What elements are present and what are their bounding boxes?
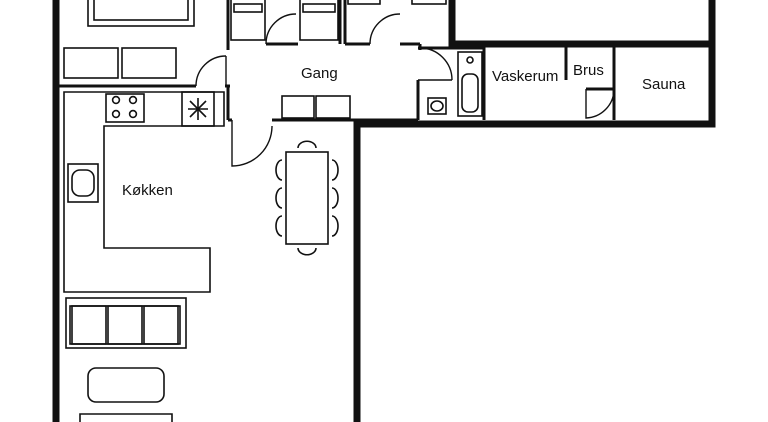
- doors: [195, 13, 615, 167]
- kitchen: [63, 91, 225, 293]
- dining-table: [275, 140, 339, 256]
- bathroom-fixtures: [427, 51, 483, 117]
- living-furniture: [65, 297, 187, 422]
- room-label-brus: Brus: [573, 62, 604, 79]
- interior-walls: [56, 0, 616, 122]
- top-furniture: [63, 0, 447, 79]
- room-label-kokken: Køkken: [122, 182, 173, 199]
- room-label-gang: Gang: [301, 65, 338, 82]
- room-label-sauna: Sauna: [642, 76, 686, 93]
- walls: [52, 0, 716, 422]
- hall-cabinets: [281, 95, 351, 119]
- room-label-vaskerum: Vaskerum: [492, 68, 559, 85]
